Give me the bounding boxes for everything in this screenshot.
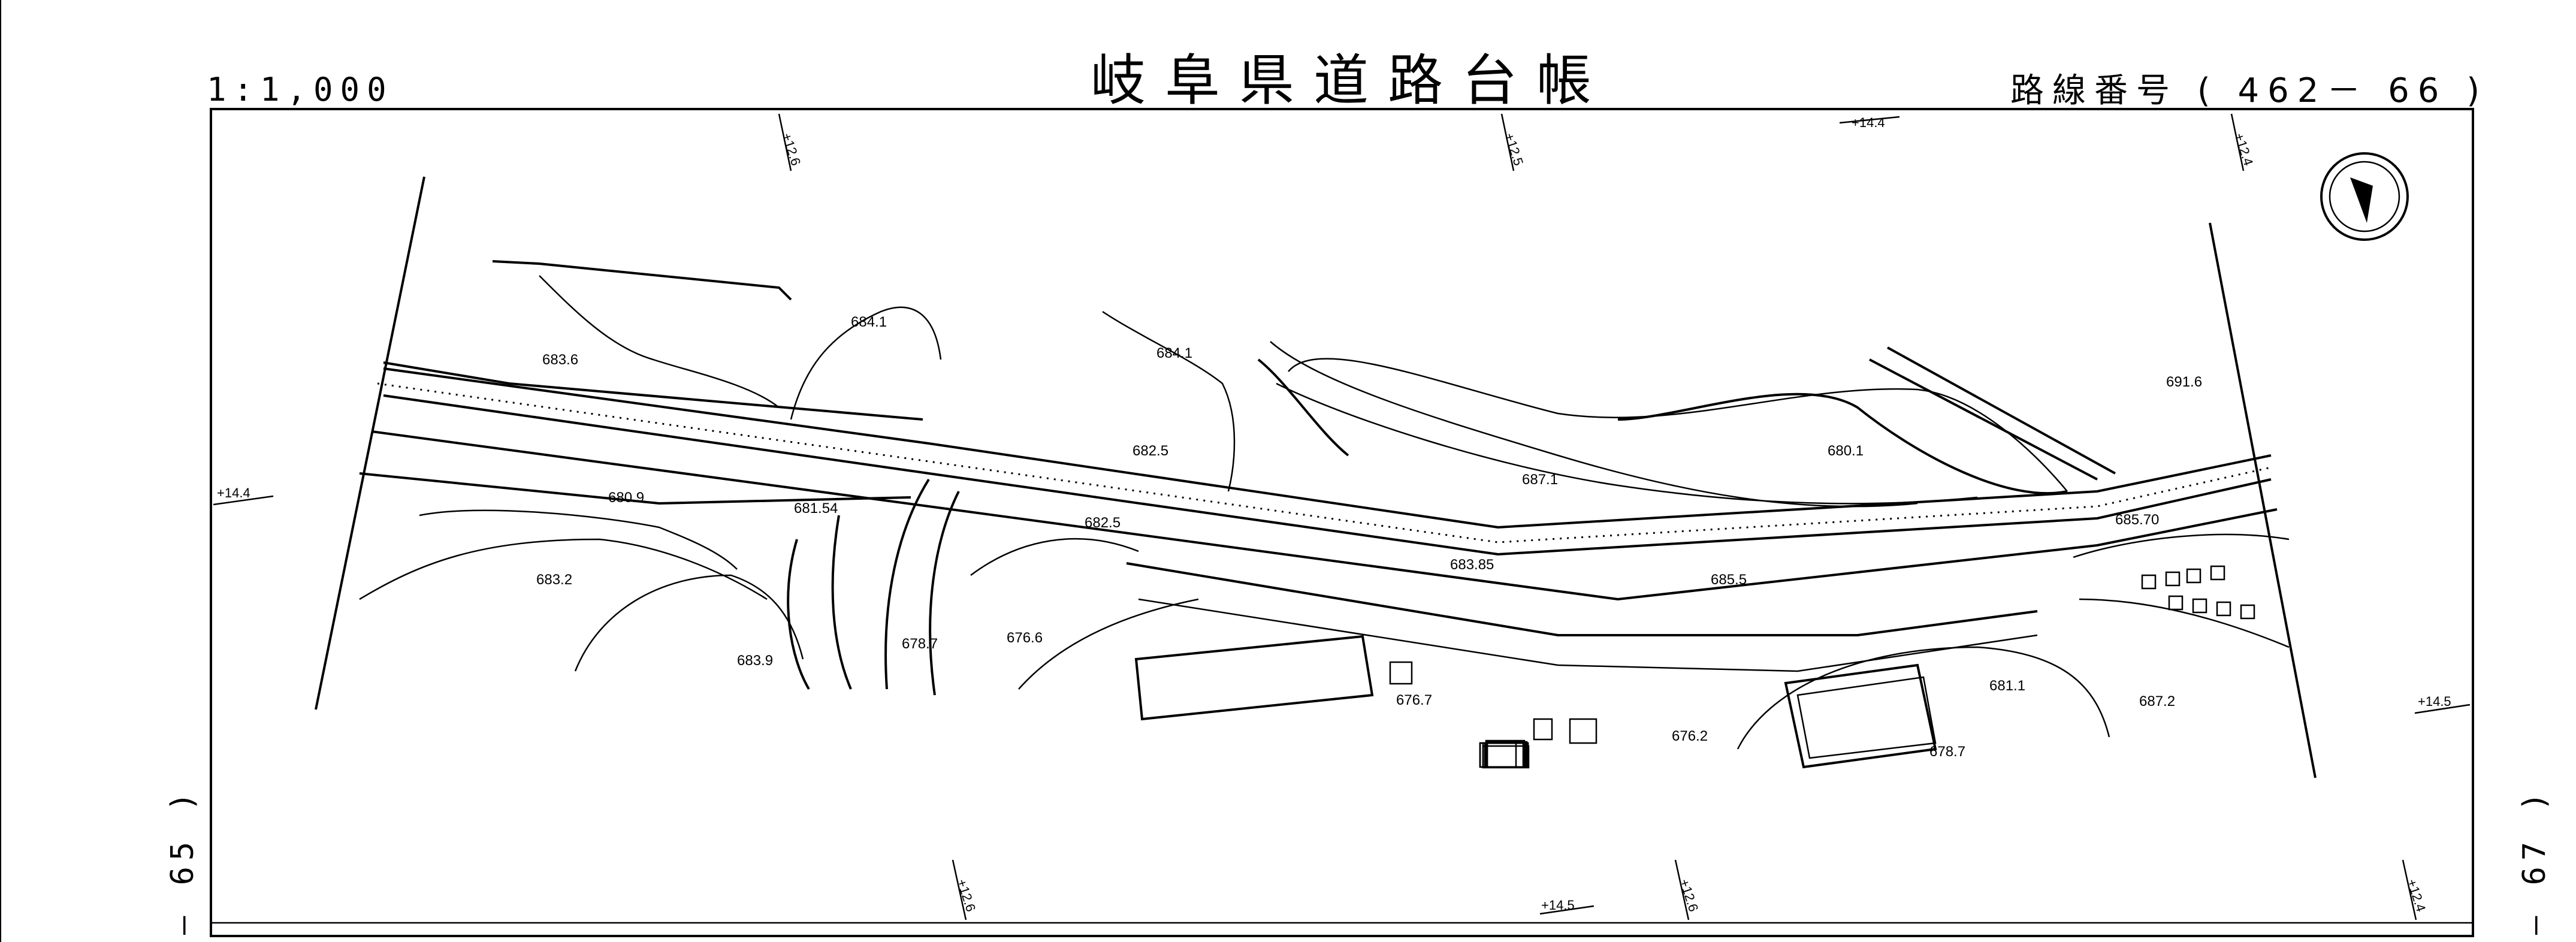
map-title: 岐阜県道路台帳 (1091, 49, 1611, 113)
edge-mark: +12.5 (1502, 131, 1526, 168)
contour-lines (359, 275, 2290, 750)
route-number-label: 路線番号 (2010, 71, 2178, 110)
edge-mark: +12.6 (1677, 877, 1701, 914)
elevation-label: 681.1 (1989, 678, 2025, 694)
edge-mark: +14.5 (2418, 694, 2451, 709)
elevation-label: 681.54 (794, 500, 838, 517)
elevation-label: 680.9 (608, 490, 644, 506)
elevation-label: 685.70 (2115, 512, 2159, 528)
elevation-label: 676.7 (1396, 692, 1432, 708)
edge-mark: +14.4 (217, 485, 250, 500)
elevation-label: 683.2 (536, 572, 572, 588)
elevation-labels: 683.6 684.1 684.1 682.5 687.1 680.1 691.… (536, 314, 2202, 760)
elevation-label: 683.85 (1450, 557, 1494, 573)
elevation-label: 683.6 (542, 352, 578, 368)
map-frame (210, 108, 2474, 937)
elevation-label: 687.1 (1522, 472, 1558, 488)
route-number: 路線番号 ( 462－ 66 ) (2010, 64, 2488, 112)
survey-boundary (315, 176, 2317, 778)
edge-mark: +12.4 (2231, 131, 2256, 168)
elevation-label: 685.5 (1711, 572, 1747, 588)
elevation-label: 687.2 (2139, 693, 2175, 709)
elevation-label: 683.9 (737, 653, 773, 669)
route-number-close: ) (2466, 71, 2489, 110)
elevation-label: 676.2 (1672, 728, 1708, 744)
elevation-label: 684.1 (851, 314, 887, 330)
edge-mark: +12.6 (779, 131, 804, 168)
route-number-open: ( (2197, 71, 2219, 110)
edge-mark: +12.6 (954, 877, 979, 914)
edge-mark: +14.4 (1852, 115, 1885, 130)
main-road (359, 367, 2278, 672)
elevation-label: 691.6 (2166, 374, 2202, 390)
edge-mark: +12.4 (2404, 877, 2429, 914)
side-roads (787, 346, 2116, 696)
edge-mark: +14.5 (1541, 898, 1575, 913)
north-arrow-icon (2320, 152, 2409, 241)
route-number-value: 462－ 66 (2237, 71, 2448, 110)
elevation-label: 678.7 (1929, 744, 1965, 760)
buildings (1134, 565, 2255, 769)
elevation-label: 680.1 (1828, 443, 1864, 459)
elevation-label: 676.6 (1007, 630, 1043, 646)
elevation-label: 684.1 (1156, 345, 1192, 361)
map-scale: 1:1,000 (207, 71, 394, 108)
elevation-label: 682.5 (1133, 443, 1168, 459)
elevation-label: 678.7 (902, 636, 938, 652)
elevation-label: 682.5 (1085, 515, 1121, 531)
